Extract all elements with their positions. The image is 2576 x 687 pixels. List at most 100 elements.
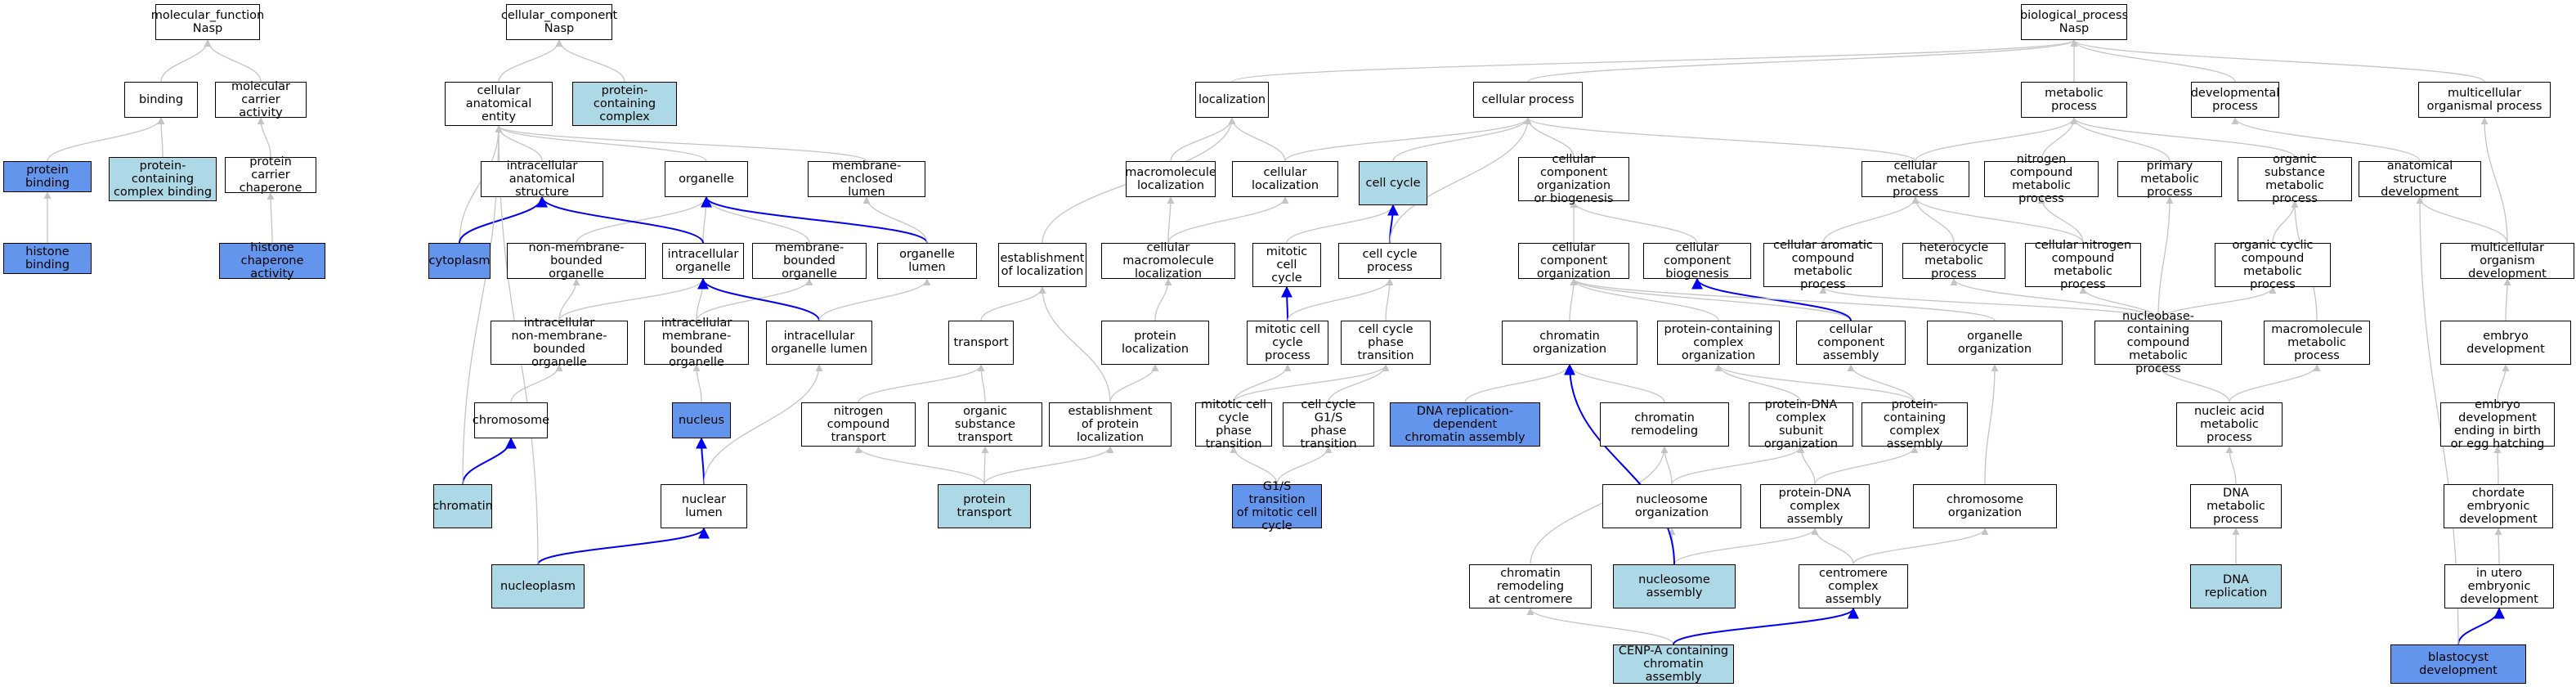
go-term-node: organic cyclic compound metabolic proces… (2215, 239, 2331, 291)
go-term-node: membrane-enclosed lumen (808, 159, 925, 199)
go-term-node: DNA replication (2190, 564, 2282, 608)
is-a-edge (1984, 364, 1999, 485)
is-a-edge (1233, 364, 1390, 403)
go-term-node: nuclear lumen (661, 484, 747, 528)
is-a-edge (1038, 286, 1111, 403)
go-term-node: mitotic cell cycle process (1247, 321, 1328, 365)
go-term-node: biological_process Nasp (2020, 4, 2128, 40)
go-term-node: chordate embryonic development (2444, 484, 2553, 528)
is-a-edge (702, 196, 710, 244)
is-a-edge (1814, 446, 1919, 485)
go-term-node: metabolic process (2021, 82, 2127, 118)
go-term-node: chromatin remodeling at centromere (1469, 564, 1592, 608)
go-term-node: blastocyst development (2390, 644, 2526, 684)
is-a-edge (983, 446, 1114, 485)
go-term-node: molecular carrier activity (215, 80, 307, 119)
is-a-edge (1822, 196, 1920, 244)
is-a-edge (1527, 39, 2078, 83)
go-term-node: nucleobase-containing compound metabolic… (2094, 310, 2222, 375)
go-term-node: chromatin (432, 484, 493, 528)
is-a-edge (2070, 39, 2236, 83)
is-a-edge (1570, 200, 1698, 244)
is-a-edge (980, 286, 1046, 321)
is-a-edge (257, 117, 271, 158)
is-a-edge (2157, 196, 2174, 321)
is-a-edge (818, 278, 931, 321)
go-term-node: mitotic cell cycle (1252, 243, 1321, 287)
is-a-edge (160, 39, 212, 83)
is-a-edge (854, 446, 985, 485)
go-term-node: multicellular organismal process (2418, 82, 2551, 118)
is-a-edge (267, 192, 275, 244)
is-a-edge (1911, 196, 1955, 244)
is-a-edge (1819, 286, 2159, 321)
go-term-node: multicellular organism development (2440, 241, 2574, 281)
go-term-node: protein-containing complex organization (1657, 321, 1780, 365)
go-term-node: cellular aromatic compound metabolic pro… (1763, 239, 1883, 291)
is-a-edge (1328, 364, 1390, 403)
is-a-edge (862, 196, 928, 244)
go-term-node: macromolecule localization (1125, 161, 1216, 197)
go-term-node: cellular component organization or bioge… (1518, 153, 1629, 205)
is-a-edge (1570, 278, 1996, 321)
go-term-node: histone chaperone activity (219, 241, 325, 281)
is-a-edge (1286, 204, 1397, 244)
is-a-edge (1950, 278, 2159, 321)
highlighted-edge (701, 195, 928, 244)
is-a-edge (2157, 286, 2277, 321)
go-term-node: protein-containing complex binding (109, 157, 217, 201)
is-a-edge (1464, 364, 1574, 403)
highlighted-edge (1564, 363, 1675, 565)
is-a-edge (2480, 117, 2508, 244)
go-term-node: intracellular non-membrane-bounded organ… (491, 317, 628, 369)
is-a-edge (1287, 278, 1394, 321)
go-term-node: transport (948, 321, 1014, 365)
go-term-node: DNA replication-dependent chromatin asse… (1390, 402, 1540, 447)
go-term-node: cellular metabolic process (1861, 159, 1969, 199)
is-a-edge (1811, 528, 1854, 565)
go-term-node: organic substance metabolic process (2238, 153, 2352, 205)
is-a-edge (1231, 39, 2078, 83)
is-a-edge (2070, 117, 2171, 162)
is-a-edge (2037, 196, 2084, 244)
is-a-edge (2416, 196, 2508, 244)
is-a-edge (1660, 446, 1673, 485)
go-term-node: anatomical structure development (2359, 159, 2481, 199)
go-term-node: cellular component organization (1518, 241, 1629, 281)
is-a-edge (1170, 117, 1236, 162)
go-term-node: protein transport (938, 484, 1031, 528)
go-term-node: protein-DNA complex assembly (1760, 484, 1870, 528)
is-a-edge (2225, 446, 2237, 485)
is-a-edge (703, 364, 823, 485)
go-term-node: mitotic cell cycle phase transition (1195, 398, 1272, 451)
go-term-node: embryo development (2440, 321, 2571, 365)
is-a-edge (692, 364, 702, 403)
go-term-node: establishment of protein localization (1049, 402, 1172, 447)
go-term-node: intracellular anatomical structure (481, 159, 603, 199)
go-term-node: intracellular organelle lumen (766, 321, 872, 365)
is-a-edge (1569, 278, 1578, 321)
go-term-node: CENP-A containing chromatin assembly (1613, 644, 1734, 684)
go-term-node: macromolecule metabolic process (2264, 321, 2370, 365)
is-a-edge (2497, 364, 2510, 403)
highlighted-edge (1691, 277, 1852, 321)
is-a-edge (2070, 39, 2485, 83)
is-a-edge (1228, 117, 1286, 162)
is-a-edge (1392, 117, 1532, 162)
go-term-node: organelle lumen (877, 243, 977, 279)
go-term-node: centromere complex assembly (1799, 564, 1908, 608)
go-term-node: nucleoplasm (491, 564, 585, 608)
go-term-node: nucleic acid metabolic process (2176, 402, 2283, 447)
go-term-node: protein-DNA complex subunit organization (1749, 398, 1853, 451)
is-a-edge (459, 125, 503, 244)
is-a-edge (1167, 196, 1289, 244)
is-a-edge (1284, 117, 1532, 162)
is-a-edge (696, 278, 813, 321)
highlighted-edge (1281, 285, 1293, 321)
go-term-node: protein-containing complex (572, 82, 677, 126)
is-a-edge (1714, 364, 1802, 403)
go-term-node: cellular anatomical entity (445, 82, 553, 126)
go-term-node: G1/S transition of mitotic cell cycle (1232, 480, 1322, 532)
is-a-edge (1566, 364, 1665, 403)
go-term-node: cell cycle (1359, 161, 1427, 205)
